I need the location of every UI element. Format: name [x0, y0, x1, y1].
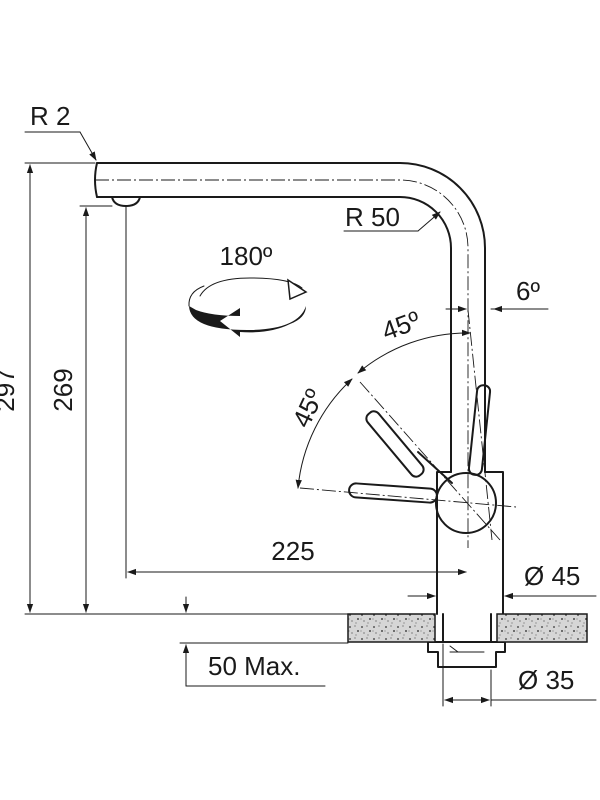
outlet-height-dimension: 269 — [48, 205, 113, 613]
mount-diameter-dimension: Ø 35 — [442, 643, 597, 707]
body-diameter-dimension: Ø 45 — [407, 561, 597, 600]
spout-outer-contour — [96, 162, 486, 473]
faucet-outline — [94, 162, 506, 668]
rotation-angle-label: 180º — [220, 241, 273, 271]
max-thickness-dimension: 50 Max. — [179, 596, 349, 687]
mount-diameter-label: Ø 35 — [518, 665, 574, 695]
lever-tilt-dimension: 6º — [445, 276, 549, 313]
reach-dimension: 225 — [125, 205, 467, 579]
tip-radius-label: R 2 — [30, 101, 70, 131]
bend-radius-callout: R 50 — [343, 202, 441, 232]
total-height-label: 297 — [0, 368, 20, 411]
total-height-dimension: 297 — [0, 162, 96, 613]
lever-upright — [467, 384, 492, 476]
lever-horizontal — [348, 482, 438, 504]
countertop-right — [496, 613, 588, 643]
body-outline — [436, 471, 504, 615]
lever-tilt-label: 6º — [516, 276, 540, 306]
reach-label: 225 — [271, 536, 314, 566]
countertop — [24, 613, 588, 643]
aerator — [111, 196, 141, 207]
lever-diagonal — [365, 410, 453, 484]
countertop-left — [347, 613, 436, 643]
mixer-hub — [435, 472, 497, 534]
lever-angle-dimension: 45º 45º — [286, 305, 471, 489]
max-thickness-label: 50 Max. — [208, 651, 301, 681]
mounting-nut — [427, 641, 506, 668]
body-diameter-label: Ø 45 — [524, 561, 580, 591]
tip-radius-callout: R 2 — [24, 101, 97, 161]
bend-radius-label: R 50 — [345, 202, 400, 232]
lever-angle-lower-label: 45º — [286, 384, 330, 432]
centerlines — [95, 179, 517, 548]
outlet-height-label: 269 — [48, 368, 78, 411]
rotate-arrow-icon: 180º — [188, 241, 308, 337]
